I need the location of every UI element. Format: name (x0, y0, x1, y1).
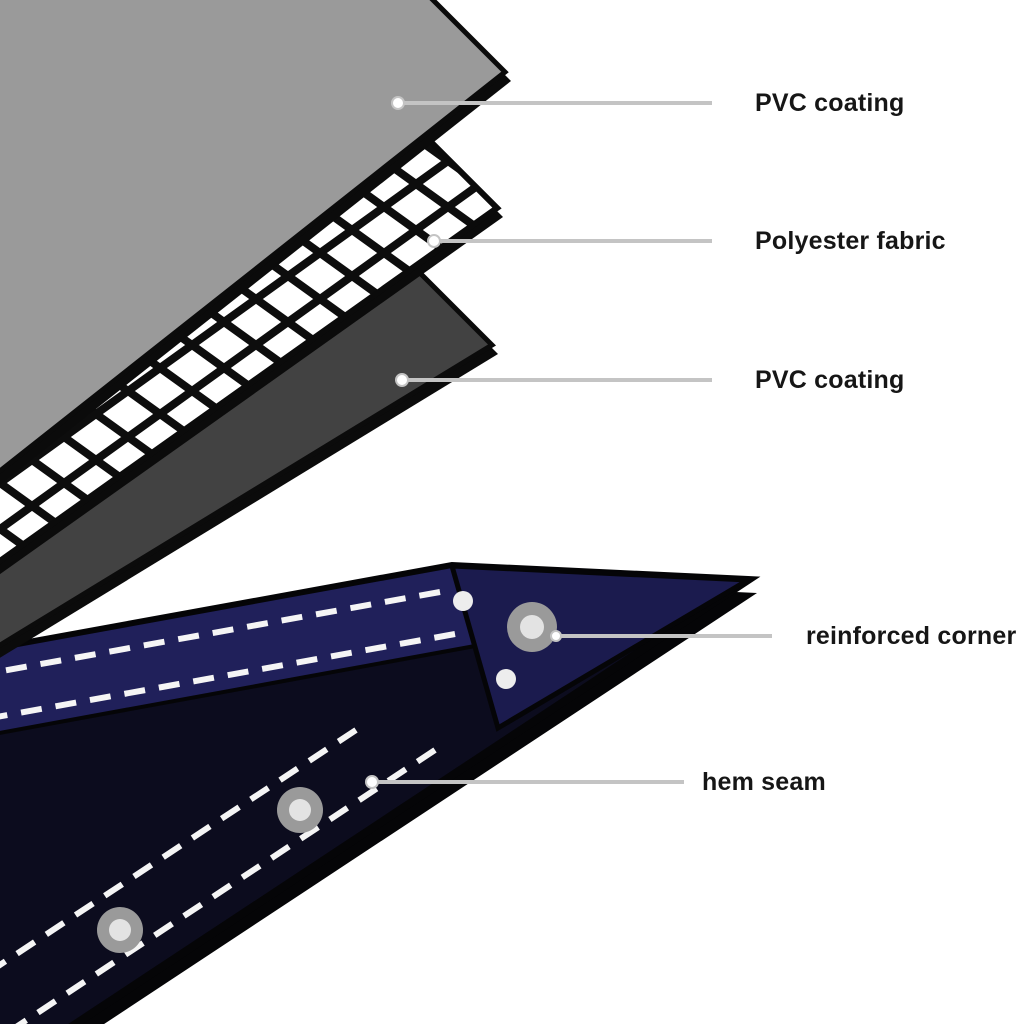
leader-dots (365, 96, 562, 789)
leader-dot-pvc-bottom (395, 373, 409, 387)
stitch-line-bottom-inner (0, 727, 358, 969)
leader-dot-pvc-top (391, 96, 405, 110)
leader-lines (372, 101, 772, 784)
stitch-line-hem-lower (0, 631, 456, 720)
stitch-line-bottom-outer (15, 747, 437, 1024)
stitch-line-hem-upper (0, 589, 441, 675)
grommet-hem-1 (277, 787, 323, 833)
reinforced-corner-patch (448, 563, 757, 732)
rivet-dot-1 (453, 591, 473, 611)
tarpaulin (0, 561, 761, 1024)
pvc-coating-top-sheet (0, 0, 511, 485)
sheet-surface (0, 0, 509, 475)
grommet-corner (507, 602, 557, 652)
leader-dot-polyester (427, 234, 441, 248)
leader-dot-corner (550, 630, 562, 642)
label-pvc-coating-top: PVC coating (755, 89, 905, 117)
leader-dot-hem (365, 775, 379, 789)
label-hem-seam: hem seam (702, 768, 826, 796)
label-reinforced-corner: reinforced corner (806, 622, 1017, 650)
label-polyester-fabric: Polyester fabric (755, 227, 946, 255)
grommet-hem-2 (97, 907, 143, 953)
label-pvc-coating-bottom: PVC coating (755, 366, 905, 394)
rivet-dot-2 (496, 669, 516, 689)
